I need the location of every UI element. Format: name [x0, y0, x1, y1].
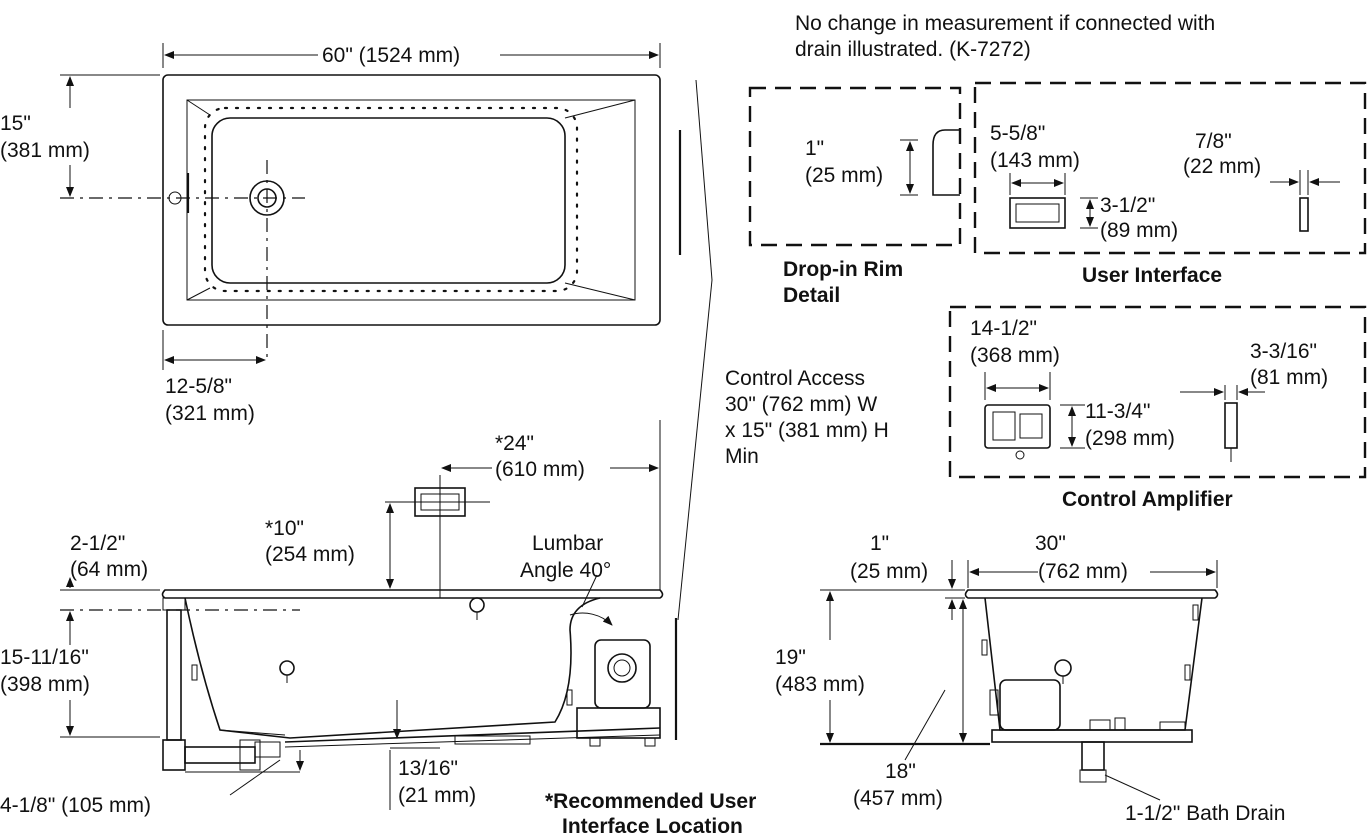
- dimension-label: drain illustrated. (K-7272): [795, 38, 1031, 61]
- dimension-label: Drop-in Rim: [783, 258, 903, 281]
- dimension-label: 4-1/8" (105 mm): [0, 794, 151, 817]
- dimension-label: Min: [725, 445, 759, 468]
- dimension-label: 15-11/16": [0, 646, 89, 669]
- dimension-label: (321 mm): [165, 402, 255, 425]
- drain-note: No change in measurement if connected wi…: [795, 12, 1215, 61]
- dimension-label: 2-1/2": [70, 532, 125, 555]
- amplifier-side-icon: [1224, 402, 1238, 449]
- dimension-label: 11-3/4": [1085, 400, 1150, 423]
- end-view: 30" (762 mm) 1" (25 mm) 19" (483 mm) 18"…: [775, 532, 1285, 825]
- control-access-note: Control Access 30" (762 mm) W x 15" (381…: [677, 79, 889, 621]
- control-amplifier-detail: 14-1/2" (368 mm) 11-3/4" (298 mm) 3-3/16…: [948, 305, 1367, 511]
- dimension-label: (298 mm): [1085, 427, 1175, 450]
- dimension-label: *Recommended User: [545, 790, 756, 813]
- jet-icon-1: [469, 597, 485, 613]
- dimension-label: 7/8": [1195, 130, 1232, 153]
- dimension-label: (21 mm): [398, 784, 476, 807]
- tub-rim-side: [161, 589, 664, 599]
- dimension-label: 30": [1035, 532, 1066, 555]
- drop-in-rim-detail: 1" (25 mm) Drop-in Rim Detail: [748, 86, 962, 307]
- dimension-label: User Interface: [1082, 264, 1222, 287]
- dimension-label: 19": [775, 646, 806, 669]
- dimension-label: *24": [495, 432, 534, 455]
- tub-outline-plan: [162, 74, 661, 326]
- user-interface-detail: 5-5/8" (143 mm) 3-1/2" (89 mm) 7/8" (22 …: [973, 81, 1367, 287]
- overall-length-label: 60" (1524 mm): [322, 44, 460, 67]
- dimension-label: 12-5/8": [165, 375, 232, 398]
- dimension-label: 3-1/2": [1100, 194, 1155, 217]
- air-jet-dots: [203, 106, 579, 293]
- tub-rim-end: [964, 589, 1219, 599]
- dimension-label: 1": [870, 532, 889, 555]
- jet-icon-2: [279, 660, 295, 676]
- dimension-label: 1": [805, 137, 824, 160]
- dimension-label: (89 mm): [1100, 219, 1178, 242]
- dimension-label: (368 mm): [970, 344, 1060, 367]
- dimension-label: (25 mm): [850, 560, 928, 583]
- top-view: 60" (1524 mm) 15" (381 mm) 12-5/8" (321 …: [0, 43, 682, 425]
- pump-end-icon: [999, 679, 1061, 731]
- dimension-label: (762 mm): [1038, 560, 1128, 583]
- dimension-label: (22 mm): [1183, 155, 1261, 178]
- overflow-pipe: [166, 609, 182, 741]
- dimension-label: 13/16": [398, 757, 458, 780]
- dimension-label: 1-1/2" Bath Drain: [1125, 802, 1285, 825]
- tub-basin-plan: [211, 117, 566, 284]
- dimension-label: 18": [885, 760, 916, 783]
- dimension-label: *10": [265, 517, 304, 540]
- tub-rim-inner: [186, 99, 636, 301]
- dimension-label: (610 mm): [495, 458, 585, 481]
- tub-basin-end: [984, 597, 1203, 731]
- dimension-label: Control Access: [725, 367, 865, 390]
- dimension-label: (143 mm): [990, 149, 1080, 172]
- amplifier-box-icon: [984, 404, 1051, 449]
- pump-motor-icon: [594, 639, 651, 709]
- dimension-label: 15": [0, 112, 31, 135]
- dimension-label: 30" (762 mm) W: [725, 393, 877, 416]
- ui-panel-icon: [1009, 197, 1066, 229]
- dimension-label: (25 mm): [805, 164, 883, 187]
- dimension-label: Angle 40°: [520, 559, 611, 582]
- dimension-label: Control Amplifier: [1062, 488, 1233, 511]
- dimension-label: Detail: [783, 284, 840, 307]
- dimension-label: (64 mm): [70, 558, 148, 581]
- tub-basin-side: [184, 597, 601, 739]
- dimension-label: 14-1/2": [970, 317, 1037, 340]
- dimension-label: (254 mm): [265, 543, 355, 566]
- side-view: *24" (610 mm) *10" (254 mm) 2-1/2" (64 m…: [0, 420, 756, 835]
- dimension-label: (398 mm): [0, 673, 90, 696]
- dimension-label: No change in measurement if connected wi…: [795, 12, 1215, 35]
- dimension-label: Interface Location: [562, 815, 743, 835]
- dimension-label: Lumbar: [532, 532, 603, 555]
- dimension-label: 5-5/8": [990, 122, 1045, 145]
- dimension-label: (381 mm): [0, 139, 90, 162]
- dimension-label: (483 mm): [775, 673, 865, 696]
- dimension-label: x 15" (381 mm) H: [725, 419, 889, 442]
- dimension-label: (457 mm): [853, 787, 943, 810]
- drain-pipe: [184, 746, 256, 764]
- dimension-label: 3-3/16": [1250, 340, 1317, 363]
- ui-panel-side-icon: [1299, 197, 1309, 232]
- bath-drain-icon: [1079, 769, 1107, 783]
- dimension-label: (81 mm): [1250, 366, 1328, 389]
